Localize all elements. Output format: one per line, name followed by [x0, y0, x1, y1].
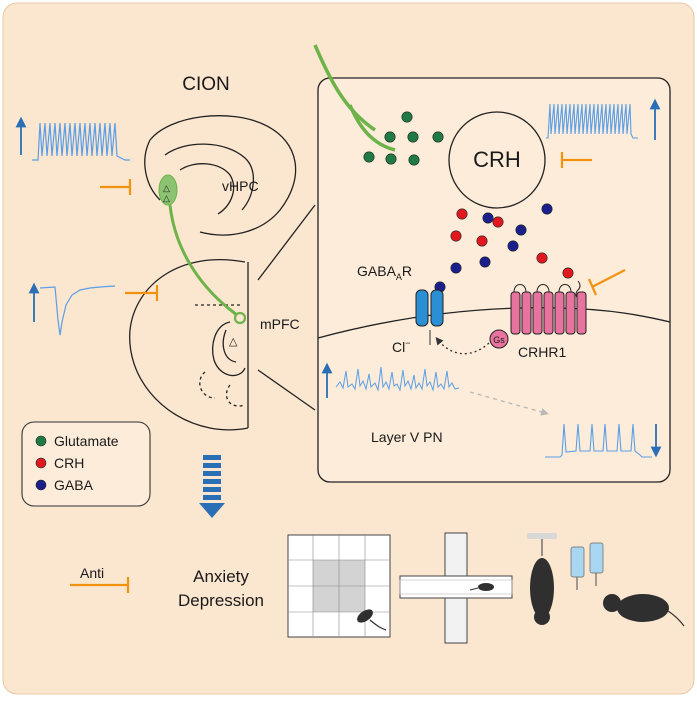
ipsc-trace [39, 285, 116, 336]
crh-molecules [450, 208, 574, 279]
gaba-molecules [434, 203, 553, 293]
label-anti: Anti [80, 565, 104, 581]
legend-item-crh: CRH [35, 455, 84, 471]
crh-firing-trace [546, 103, 638, 139]
pathway-terminal [233, 311, 247, 325]
open-field-test [287, 534, 391, 638]
label-layer-v: Layer V PN [371, 429, 443, 445]
gs-signaling-arrow [435, 336, 490, 355]
label-crh: CRH [473, 147, 521, 172]
gabaa-receptor [415, 289, 444, 327]
label-chloride: Cl− [392, 338, 411, 355]
legend-swatch-glutamate [35, 435, 47, 447]
label-mpfc: mPFC [260, 316, 300, 332]
label-gs: Gs [493, 335, 505, 345]
legend-item-gaba: GABA [35, 477, 94, 493]
title-cion: CION [182, 74, 230, 95]
legend-label-crh: CRH [54, 455, 84, 471]
label-gabaa-receptor: GABAAR [357, 263, 412, 282]
crhr1-receptor [510, 284, 587, 335]
zoom-line-bottom [257, 369, 316, 411]
axon-terminal [313, 44, 376, 132]
label-depression: Depression [178, 591, 264, 610]
inhibit-crhr1-bar [587, 278, 598, 296]
mpfc-neuron-icon: △ [229, 336, 238, 348]
effect-arrow [469, 391, 549, 416]
legend-box [21, 421, 151, 507]
legend-swatch-gaba [35, 479, 47, 491]
legend-label-glutamate: Glutamate [54, 433, 119, 449]
pn-firing-trace [545, 423, 652, 458]
dashed-down-arrow [199, 455, 225, 518]
glutamate-cluster [363, 111, 444, 166]
label-vhpc: vHPC [222, 178, 259, 194]
tail-suspension-test [527, 533, 557, 625]
legend-label-gaba: GABA [54, 477, 94, 493]
legend-item-glutamate: Glutamate [35, 433, 119, 449]
gs-protein [489, 329, 509, 349]
synaptic-bouton [348, 104, 396, 152]
zoom-line-top [257, 204, 316, 281]
prefrontal-section [129, 259, 249, 431]
firing-trace-top [32, 122, 130, 161]
hippocampus-section [144, 115, 297, 236]
inhibit-crhr1 [591, 269, 626, 288]
label-crhr1: CRHR1 [518, 344, 566, 360]
sucrose-preference-test [570, 542, 685, 627]
synaptic-activity-trace [335, 366, 460, 392]
legend-swatch-crh [35, 457, 47, 469]
neuron-triangle-a: △ [163, 183, 170, 193]
crh-ligand-tail [575, 280, 581, 300]
elevated-plus-maze [399, 532, 513, 644]
vhpc-region [158, 174, 178, 206]
crh-neuron [448, 111, 546, 209]
inset-panel [317, 77, 671, 483]
neuron-triangle-b: △ [163, 193, 170, 203]
label-anxiety: Anxiety [193, 567, 249, 586]
